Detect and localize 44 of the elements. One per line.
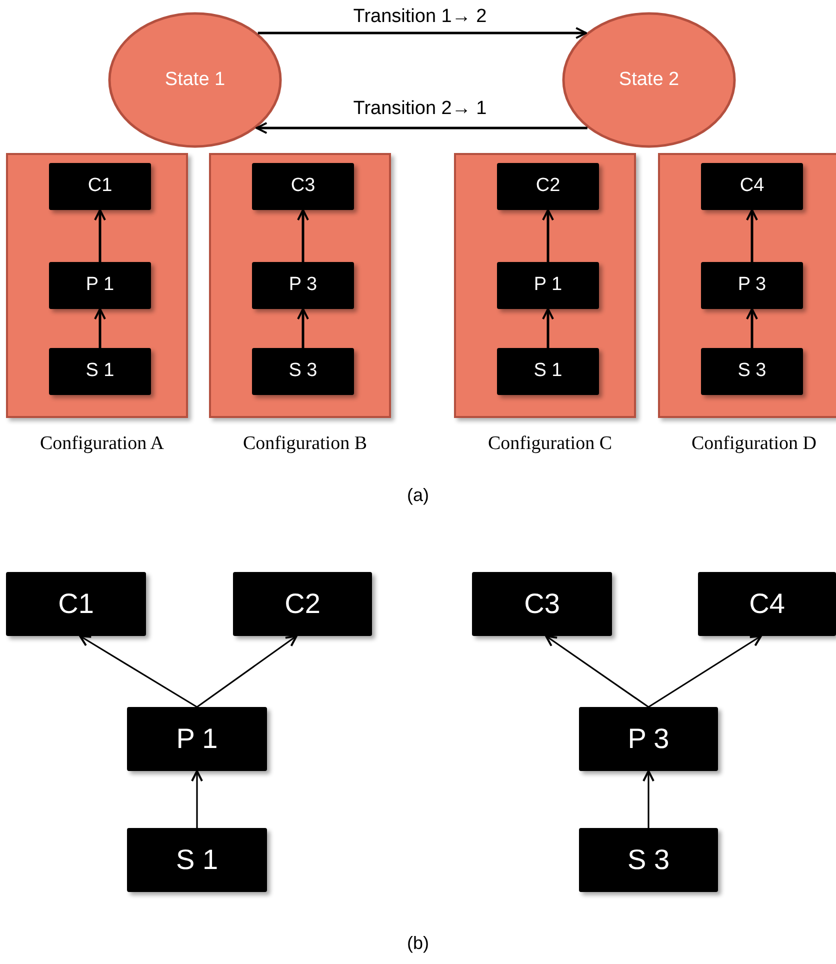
arrow (297, 209, 309, 262)
arrow (94, 209, 106, 262)
arrow (94, 308, 106, 348)
component-box: S 3 (701, 348, 803, 395)
component-box: P 3 (252, 262, 354, 309)
component-box: C3 (252, 163, 354, 210)
subfigure-label: (b) (407, 932, 429, 955)
component-box: C3 (472, 572, 612, 636)
arrow (746, 308, 758, 348)
component-box: S 3 (579, 828, 718, 892)
configuration-label: Configuration B (242, 432, 368, 456)
arrow (258, 27, 588, 39)
component-box: P 1 (497, 262, 599, 309)
arrow (545, 635, 649, 708)
arrow (642, 770, 654, 828)
component-box: C4 (701, 163, 803, 210)
configuration-label: Configuration C (488, 432, 612, 456)
arrow (648, 635, 762, 708)
subfigure-label: (a) (407, 484, 429, 507)
component-box: P 1 (49, 262, 151, 309)
arrow (256, 122, 588, 134)
component-box: S 1 (497, 348, 599, 395)
arrow (191, 770, 203, 828)
arrow (542, 209, 554, 262)
arrow (79, 635, 198, 708)
arrow (297, 308, 309, 348)
arrow (746, 209, 758, 262)
arrow (542, 308, 554, 348)
component-box: S 1 (127, 828, 267, 892)
component-box: C2 (497, 163, 599, 210)
configuration-label: Configuration D (691, 432, 817, 456)
state-label: State 2 (618, 68, 680, 92)
component-box: P 3 (579, 707, 718, 771)
component-box: S 3 (252, 348, 354, 395)
state-label: State 1 (164, 68, 226, 92)
component-box: C2 (233, 572, 372, 636)
configuration-label: Configuration A (40, 432, 164, 456)
component-box: S 1 (49, 348, 151, 395)
component-box: P 3 (701, 262, 803, 309)
component-box: C1 (6, 572, 146, 636)
arrow (196, 635, 298, 708)
component-box: C4 (698, 572, 836, 636)
component-box: P 1 (127, 707, 267, 771)
component-box: C1 (49, 163, 151, 210)
